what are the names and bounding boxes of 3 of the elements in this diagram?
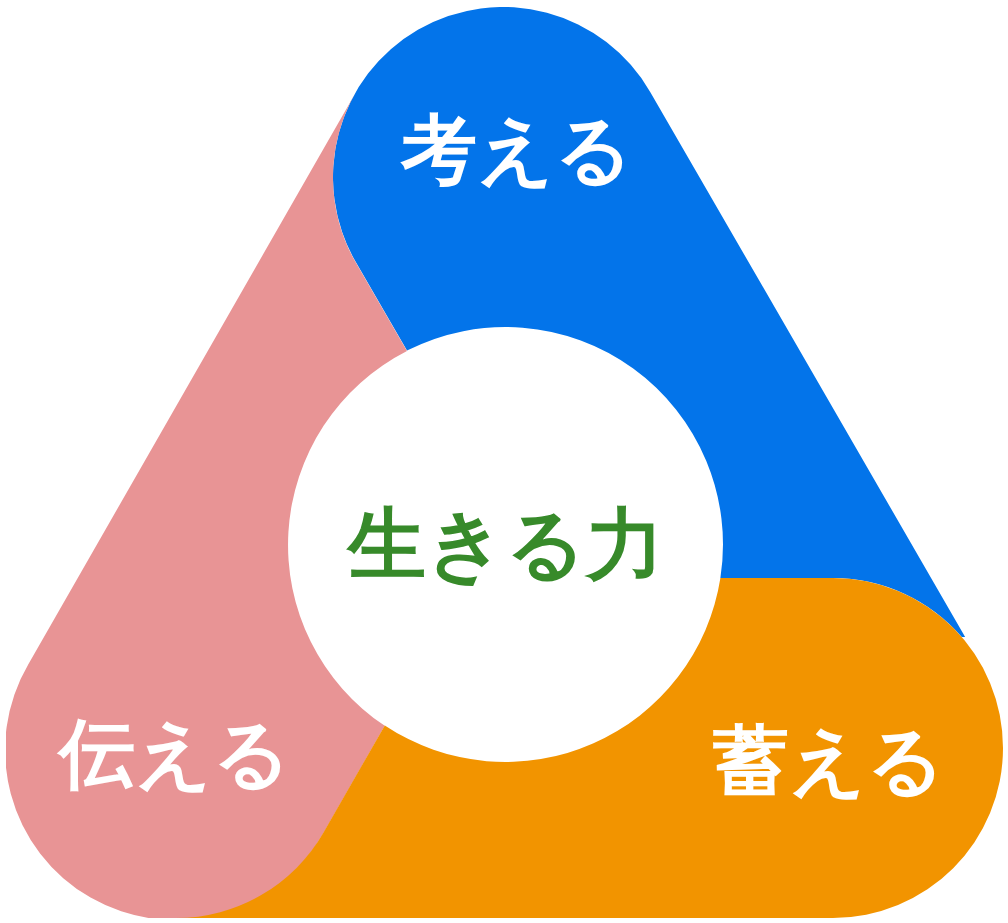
band-label: 蓄える bbox=[713, 723, 945, 799]
band-label: 伝える bbox=[59, 716, 291, 792]
band-label: 考える bbox=[401, 112, 633, 188]
